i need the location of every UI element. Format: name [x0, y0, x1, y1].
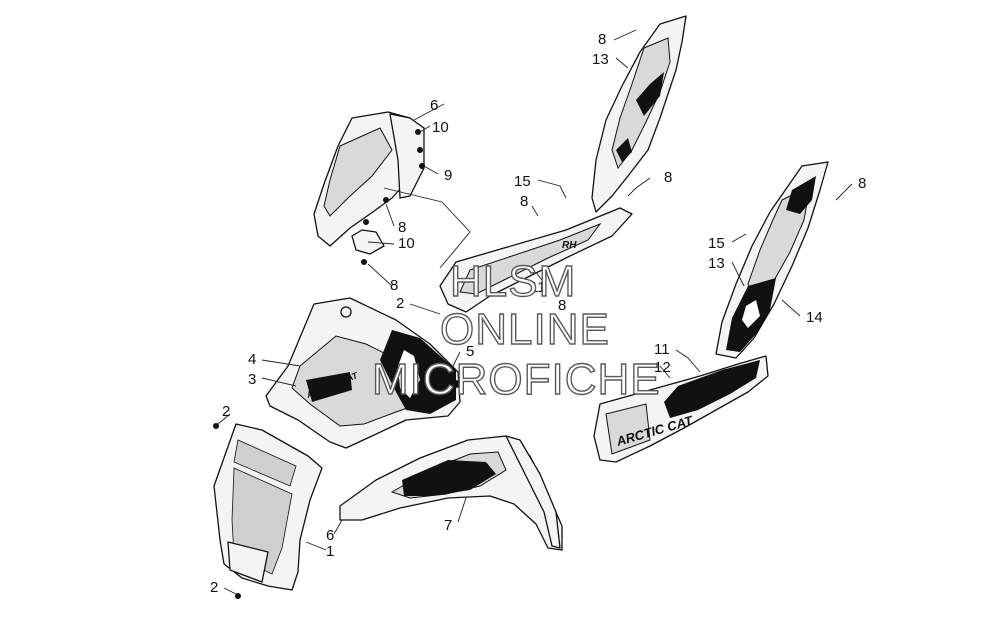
callout-8: 8 — [398, 219, 406, 236]
outline-lines — [383, 187, 471, 269]
watermark-line-3: MICROFICHE — [372, 355, 661, 404]
callout-2: 2 — [222, 403, 230, 420]
part-lower-rail: ARCTIC CAT — [593, 355, 769, 463]
callout-5: 5 — [466, 343, 474, 360]
callout-15: 15 — [708, 235, 725, 252]
callout-3: 3 — [248, 371, 256, 388]
callout-8: 8 — [390, 277, 398, 294]
part-lower-fender — [339, 435, 563, 551]
callout-numbers: 8 13 6 10 9 15 8 8 8 10 8 11 8 2 8 15 13… — [210, 31, 866, 596]
leader-lines — [217, 29, 853, 595]
callout-8: 8 — [858, 175, 866, 192]
part-side-panel-lower — [715, 161, 829, 359]
watermark: HLSM ONLINE MICROFICHE — [371, 256, 661, 404]
part-side-panel-upper — [591, 15, 687, 213]
part-upper-dash — [313, 111, 425, 255]
callout-6: 6 — [430, 97, 438, 114]
part-front-grille — [213, 423, 323, 599]
callout-7: 7 — [444, 517, 452, 534]
callout-14: 14 — [806, 309, 823, 326]
callout-10: 10 — [398, 235, 415, 252]
callout-9: 9 — [444, 167, 452, 184]
watermark-line-1: HLSM — [450, 257, 576, 306]
callout-8: 8 — [598, 31, 606, 48]
watermark-line-2: ONLINE — [440, 305, 610, 354]
callout-11: 11 — [530, 279, 546, 296]
rh-label: RH — [562, 240, 577, 251]
callout-15: 15 — [514, 173, 531, 190]
callout-1: 1 — [326, 543, 334, 560]
callout-8: 8 — [558, 297, 566, 314]
callout-10: 10 — [432, 119, 449, 136]
callout-13: 13 — [708, 255, 725, 272]
callout-13: 13 — [592, 51, 609, 68]
part-front-hood — [265, 297, 461, 449]
callout-11: 11 — [654, 341, 670, 358]
callout-8: 8 — [520, 193, 528, 210]
callout-8: 8 — [664, 169, 672, 186]
hardware-screws-upper — [361, 129, 425, 265]
callout-12: 12 — [654, 359, 671, 376]
part-mid-rail: RH — [439, 207, 633, 313]
callout-2: 2 — [210, 579, 218, 596]
callout-6: 6 — [326, 527, 334, 544]
callout-2: 2 — [396, 295, 404, 312]
callout-4: 4 — [248, 351, 256, 368]
